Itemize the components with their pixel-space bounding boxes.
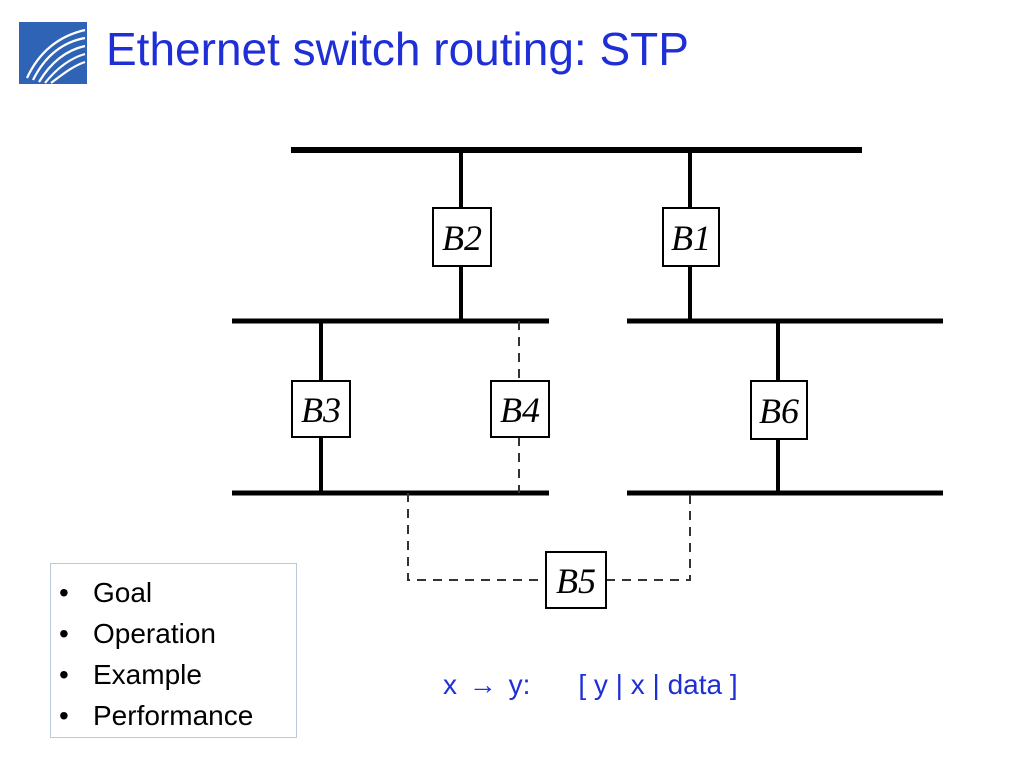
active-links <box>319 150 780 493</box>
bridge-b5: B5 <box>545 551 607 609</box>
bridge-b1: B1 <box>662 207 720 267</box>
blocked-links <box>407 321 691 581</box>
list-item-label: Goal <box>93 577 153 608</box>
bullet-icon: • <box>59 659 69 690</box>
bridge-b5-label: B5 <box>556 561 596 601</box>
bridge-b3-label: B3 <box>301 390 341 430</box>
list-item-label: Operation <box>93 618 216 649</box>
swoosh-logo-icon <box>19 22 87 84</box>
outline-box: • Goal • Operation • Example • Performance <box>50 563 297 738</box>
bullet-icon: • <box>59 577 69 608</box>
frame-format: [ y | x | data ] <box>578 669 738 700</box>
list-item: • Operation <box>59 613 296 654</box>
list-item-label: Example <box>93 659 202 690</box>
list-item: • Goal <box>59 572 296 613</box>
bullet-icon: • <box>59 618 69 649</box>
bridge-b4-label: B4 <box>500 390 540 430</box>
bullet-icon: • <box>59 700 69 731</box>
list-item-label: Performance <box>93 700 254 731</box>
right-arrow-icon: → <box>468 669 497 700</box>
list-item: • Performance <box>59 695 296 736</box>
bridge-b6: B6 <box>750 380 808 440</box>
outline-list: • Goal • Operation • Example • Performance <box>51 564 296 736</box>
formula-destination: y: <box>508 669 531 700</box>
bridge-b4: B4 <box>490 380 550 438</box>
bridge-b1-label: B1 <box>671 218 711 258</box>
list-item: • Example <box>59 654 296 695</box>
bridge-b3: B3 <box>291 380 351 438</box>
frame-format-note: x → y: [ y | x | data ] <box>443 671 738 699</box>
bridge-b2: B2 <box>432 207 492 267</box>
page-title: Ethernet switch routing: STP <box>106 23 689 75</box>
formula-source: x <box>443 669 457 700</box>
bridge-b6-label: B6 <box>759 391 799 431</box>
bridge-b2-label: B2 <box>442 218 482 258</box>
